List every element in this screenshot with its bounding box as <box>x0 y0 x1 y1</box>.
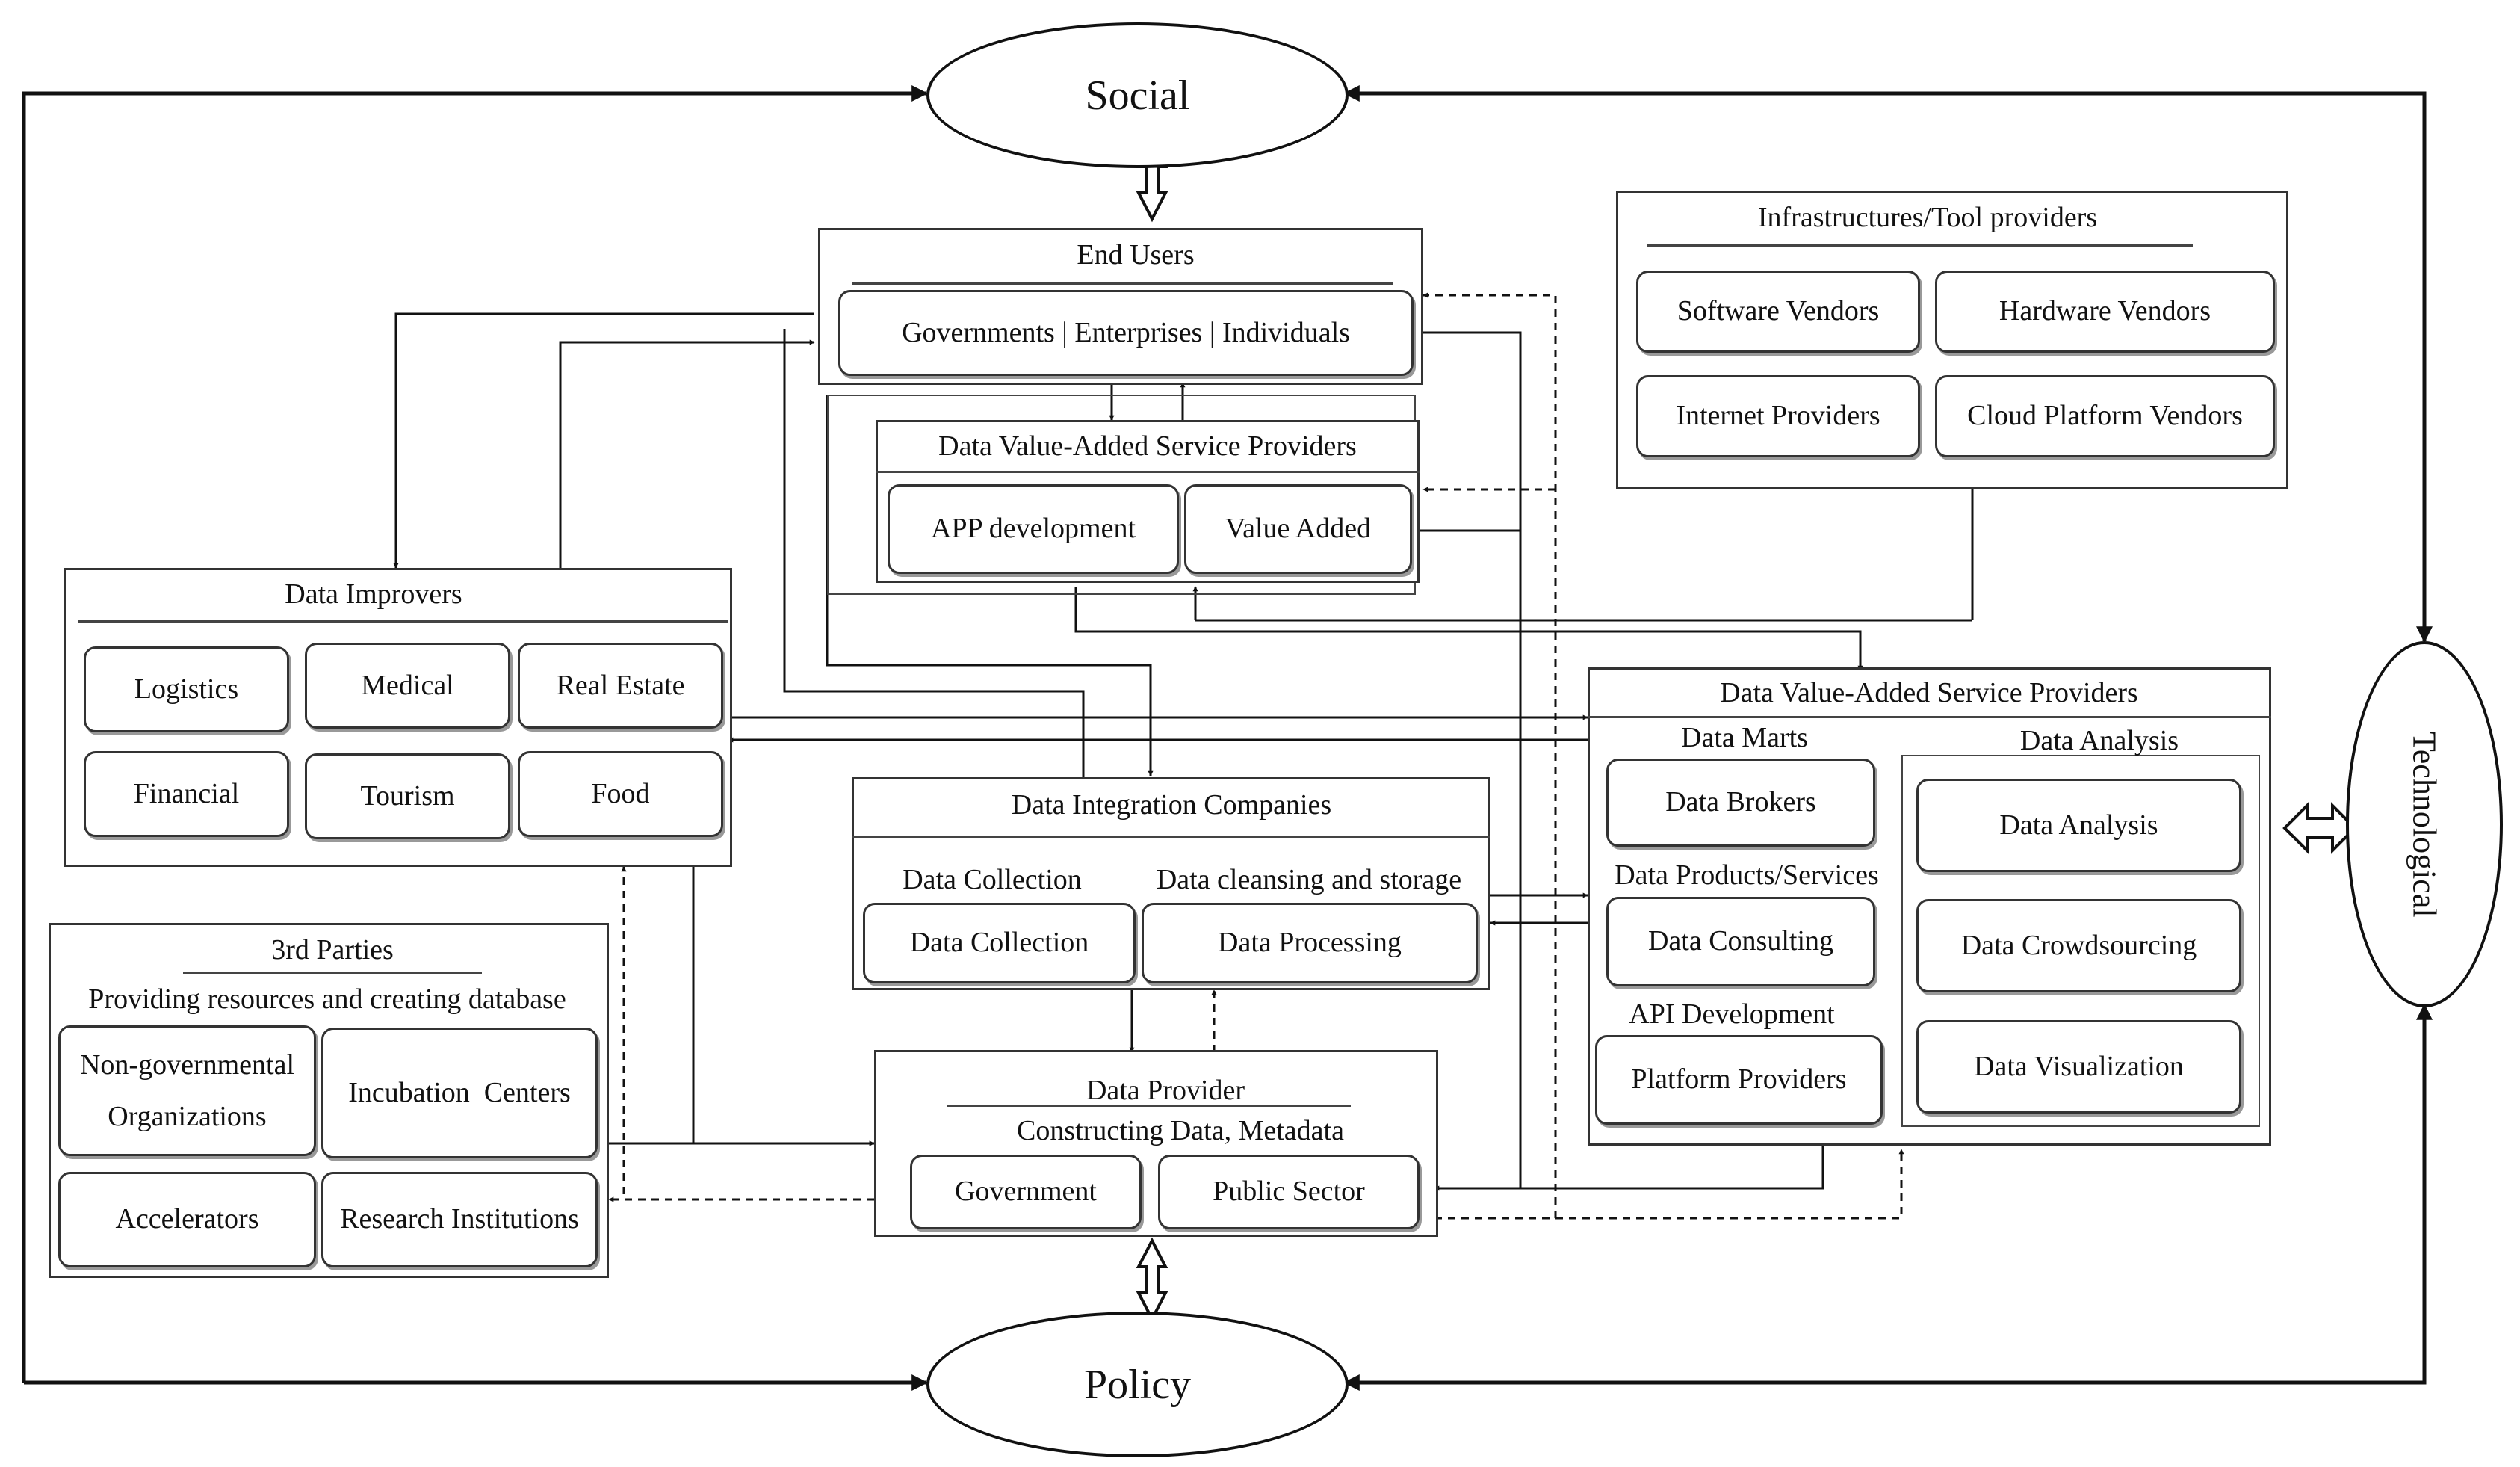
data-analysis-frame <box>1901 755 2260 1127</box>
improver-financial: Financial <box>84 751 289 837</box>
dvas-right-rule <box>1588 716 2271 718</box>
double-arrow-policy <box>1136 1237 1168 1323</box>
dvas-top-value-added: Value Added <box>1184 484 1412 574</box>
dvas-top-rule <box>876 471 1420 473</box>
end-users-rule <box>852 282 1393 285</box>
end-users-title: End Users <box>1077 239 1195 271</box>
internet-providers: Internet Providers <box>1636 375 1920 457</box>
data-provider-subtitle: Constructing Data, Metadata <box>1017 1115 1344 1146</box>
improver-medical: Medical <box>305 643 510 729</box>
double-arrow-technological <box>2282 802 2357 854</box>
api-development-label: API Development <box>1629 998 1835 1030</box>
data-consulting: Data Consulting <box>1606 897 1875 986</box>
data-products-label: Data Products/Services <box>1615 859 1879 891</box>
social-to-technological <box>1343 85 2433 643</box>
third-party-accelerators: Accelerators <box>58 1172 316 1267</box>
cloud-platform-vendors: Cloud Platform Vendors <box>1935 375 2275 457</box>
integration-data-collection: Data Collection <box>863 903 1136 983</box>
data-analysis-label: Data Analysis <box>2019 725 2179 756</box>
analysis-data-crowdsourcing: Data Crowdsourcing <box>1916 899 2241 992</box>
policy-ellipse: Policy <box>926 1312 1349 1457</box>
improver-tourism: Tourism <box>305 753 510 839</box>
technological-ellipse: Technological <box>2346 641 2503 1007</box>
integration-col2-label: Data cleansing and storage <box>1156 864 1462 895</box>
dashed-connectors <box>608 292 1904 1220</box>
improver-logistics: Logistics <box>84 646 289 732</box>
technological-label: Technological <box>2406 731 2443 918</box>
improver-real-estate: Real Estate <box>518 643 723 729</box>
third-parties-title: 3rd Parties <box>271 934 394 966</box>
social-ellipse: Social <box>926 22 1349 168</box>
analysis-data-analysis: Data Analysis <box>1916 779 2241 872</box>
data-provider-title: Data Provider <box>1086 1075 1245 1106</box>
integration-col1-label: Data Collection <box>903 864 1082 895</box>
data-provider-rule <box>947 1105 1351 1107</box>
data-brokers: Data Brokers <box>1606 759 1875 847</box>
infrastructure-rule <box>1647 244 2193 247</box>
third-party-ngo: Non-governmental Organizations <box>58 1025 316 1156</box>
end-users-members: Governments | Enterprises | Individuals <box>838 290 1414 376</box>
dvas-top-app-development: APP development <box>888 484 1179 574</box>
software-vendors: Software Vendors <box>1636 271 1920 353</box>
third-parties-rule <box>183 972 482 974</box>
provider-public-sector: Public Sector <box>1158 1155 1420 1229</box>
left-frame-to-social <box>22 85 929 1383</box>
provider-government: Government <box>910 1155 1142 1229</box>
analysis-data-visualization: Data Visualization <box>1916 1020 2241 1114</box>
outer-frame-connectors <box>22 85 2433 1391</box>
integration-rule <box>852 836 1490 838</box>
data-marts-label: Data Marts <box>1681 722 1808 753</box>
integration-title: Data Integration Companies <box>1011 789 1332 821</box>
policy-to-technological <box>1343 1003 2433 1391</box>
platform-providers: Platform Providers <box>1595 1035 1883 1125</box>
policy-label: Policy <box>1083 1361 1192 1408</box>
infrastructure-title: Infrastructures/Tool providers <box>1757 202 2098 233</box>
third-party-incubation-centers: Incubation Centers <box>321 1028 598 1158</box>
hardware-vendors: Hardware Vendors <box>1935 271 2275 353</box>
third-parties-subtitle: Providing resources and creating databas… <box>88 983 566 1015</box>
dvas-right-title: Data Value-Added Service Providers <box>1720 677 2138 708</box>
improver-food: Food <box>518 751 723 837</box>
data-improvers-rule <box>78 620 728 623</box>
dvas-top-title: Data Value-Added Service Providers <box>938 430 1357 462</box>
third-party-research-institutions: Research Institutions <box>321 1172 598 1267</box>
integration-data-processing: Data Processing <box>1142 903 1478 983</box>
data-improvers-title: Data Improvers <box>285 578 462 610</box>
internal-connectors <box>393 312 1974 1191</box>
social-label: Social <box>1085 72 1190 119</box>
